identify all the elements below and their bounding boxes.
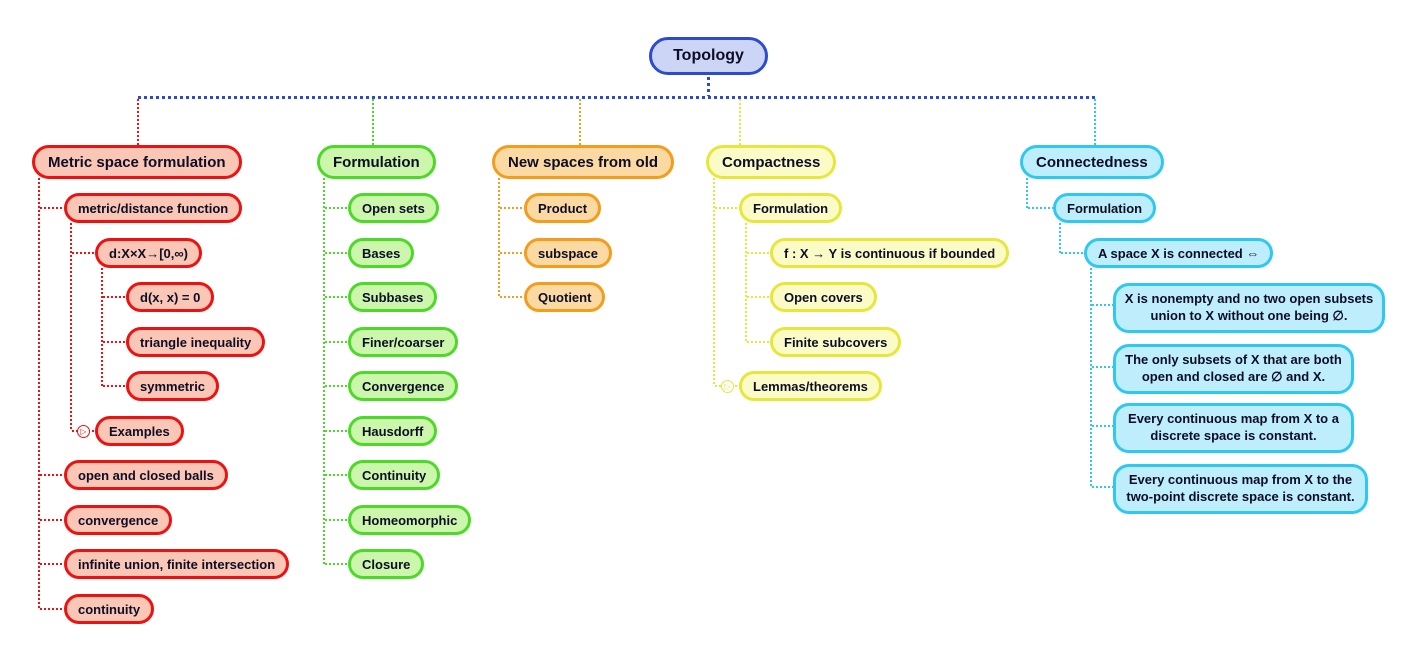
node-topology[interactable]: Topology: [649, 37, 768, 75]
connector-line: [1059, 223, 1061, 253]
node-space-connected-iff[interactable]: A space X is connected ⇔: [1084, 238, 1274, 268]
node-subbases[interactable]: Subbases: [348, 282, 438, 312]
connector-line: [1092, 366, 1113, 368]
connector-line: [500, 207, 524, 209]
connector-line: [103, 296, 126, 298]
connector-line: [103, 385, 126, 387]
branch-compactness[interactable]: Compactness: [706, 145, 837, 179]
connector-line: [70, 223, 72, 431]
connector-line: [747, 252, 770, 254]
connector-drop-compactness: [739, 99, 741, 145]
node-finite-subcovers[interactable]: Finite subcovers: [770, 327, 902, 357]
node-convergence-metric[interactable]: convergence: [64, 505, 173, 535]
branch-connectedness[interactable]: Connectedness: [1020, 145, 1164, 179]
node-homeomorphic[interactable]: Homeomorphic: [348, 505, 472, 535]
connector-line: [747, 296, 770, 298]
node-continuity-metric[interactable]: continuity: [64, 594, 155, 624]
node-symmetric[interactable]: symmetric: [126, 371, 220, 401]
connector-line: [1090, 268, 1092, 487]
node-lemmas-theorems[interactable]: Lemmas/theorems: [739, 371, 882, 401]
connector-line: [101, 268, 103, 386]
node-nonempty-no-two-open[interactable]: X is nonempty and no two open subsets un…: [1113, 283, 1385, 333]
connector-line: [325, 519, 348, 521]
branch-metric-space-formulation[interactable]: Metric space formulation: [32, 145, 242, 179]
node-compactness-formulation[interactable]: Formulation: [739, 193, 843, 223]
node-clopen-subsets[interactable]: The only subsets of X that are both open…: [1113, 344, 1354, 394]
node-continuity[interactable]: Continuity: [348, 460, 441, 490]
connector-line: [323, 178, 325, 564]
node-open-and-closed-balls[interactable]: open and closed balls: [64, 460, 228, 490]
node-map-two-point-discrete-constant[interactable]: Every continuous map from X to the two-p…: [1113, 464, 1368, 514]
connector-root-rail: [138, 96, 1095, 99]
node-subspace[interactable]: subspace: [524, 238, 612, 268]
node-hausdorff[interactable]: Hausdorff: [348, 416, 438, 446]
connector-line: [1092, 486, 1113, 488]
node-open-covers[interactable]: Open covers: [770, 282, 877, 312]
connector-line: [72, 252, 95, 254]
connector-line: [500, 252, 524, 254]
connector-line: [325, 252, 348, 254]
connector-line: [500, 296, 524, 298]
node-infinite-union-finite-intersection[interactable]: infinite union, finite intersection: [64, 549, 290, 579]
connector-line: [40, 519, 64, 521]
node-open-sets[interactable]: Open sets: [348, 193, 439, 223]
node-bases[interactable]: Bases: [348, 238, 415, 268]
node-metric-distance-function[interactable]: metric/distance function: [64, 193, 243, 223]
connector-line: [745, 223, 747, 342]
node-quotient[interactable]: Quotient: [524, 282, 606, 312]
connector-line: [498, 178, 500, 297]
node-metric-definition[interactable]: d:X×X→[0,∞): [95, 238, 202, 268]
connector-line: [1092, 425, 1113, 427]
branch-new-spaces-from-old[interactable]: New spaces from old: [492, 145, 675, 179]
connector-line: [325, 296, 348, 298]
node-convergence[interactable]: Convergence: [348, 371, 459, 401]
node-triangle-inequality[interactable]: triangle inequality: [126, 327, 266, 357]
connector-line: [40, 207, 64, 209]
node-finer-coarser[interactable]: Finer/coarser: [348, 327, 459, 357]
node-continuous-if-bounded[interactable]: f : X → Y is continuous if bounded: [770, 238, 1010, 268]
node-examples[interactable]: Examples: [95, 416, 184, 446]
connector-line: [325, 385, 348, 387]
connector-line: [40, 563, 64, 565]
connector-line: [747, 341, 770, 343]
connector-line: [325, 430, 348, 432]
expand-icon[interactable]: ▷: [77, 425, 90, 438]
expand-icon[interactable]: ▷: [721, 380, 734, 393]
connector-line: [713, 178, 715, 386]
node-map-discrete-constant[interactable]: Every continuous map from X to a discret…: [1113, 403, 1354, 453]
connector-line: [103, 341, 126, 343]
connector-line: [325, 474, 348, 476]
node-connectedness-formulation[interactable]: Formulation: [1053, 193, 1157, 223]
connector-line: [1026, 178, 1028, 208]
node-product[interactable]: Product: [524, 193, 602, 223]
connector-drop-formulation: [372, 99, 374, 145]
connector-line: [1028, 207, 1053, 209]
connector-drop-new-spaces: [579, 99, 581, 145]
connector-line: [38, 178, 40, 609]
connector-drop-connectedness: [1094, 99, 1096, 145]
connector-line: [325, 207, 348, 209]
node-closure[interactable]: Closure: [348, 549, 425, 579]
node-d-x-x-zero[interactable]: d(x, x) = 0: [126, 282, 215, 312]
connector-line: [40, 608, 64, 610]
connector-root-stub: [707, 77, 710, 96]
connector-line: [325, 341, 348, 343]
connector-line: [1092, 304, 1113, 306]
connector-line: [715, 207, 739, 209]
branch-formulation[interactable]: Formulation: [317, 145, 436, 179]
connector-line: [325, 563, 348, 565]
connector-line: [40, 474, 64, 476]
connector-drop-metric: [137, 99, 139, 145]
connector-line: [1061, 252, 1084, 254]
